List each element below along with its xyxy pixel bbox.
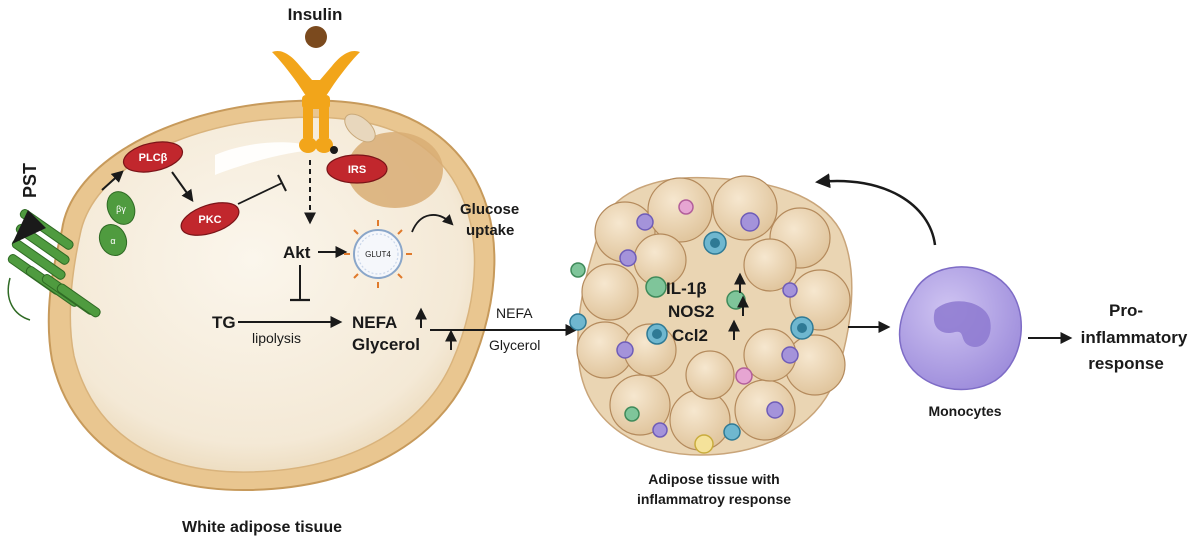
adipocyte-cell: [47, 99, 496, 492]
plc-label: PLCβ: [139, 152, 168, 164]
lipolysis-label: lipolysis: [252, 330, 301, 346]
pkc-node: [180, 202, 240, 236]
g-alpha-node: [98, 223, 128, 257]
lipid-highlight: [215, 142, 320, 175]
alpha-label: α: [110, 236, 115, 246]
pro-label-line2: inflammatory: [1081, 328, 1188, 347]
arrow-glucose-uptake: [411, 214, 454, 233]
insulin-receptor: [272, 26, 360, 154]
pro-label-line3: response: [1088, 354, 1164, 373]
uptake-label: uptake: [466, 222, 514, 239]
pst-ligand-icon: [12, 210, 46, 244]
mitochondrion-icon: [344, 113, 376, 143]
irs-node: [326, 154, 388, 184]
g-beta-gamma-node: [106, 191, 136, 225]
glycerol-arrow-label: Glycerol: [489, 337, 540, 353]
glut4-vesicle-icon: [344, 220, 412, 288]
pro-label-line1: Pro-: [1109, 301, 1143, 320]
wat-caption: White adipose tisuue: [182, 519, 342, 536]
glucose-label: Glucose: [460, 201, 519, 218]
pkc-label: PKC: [198, 214, 221, 226]
tissue-caption-line1: Adipose tissue with: [648, 471, 779, 487]
pst-label: PST: [20, 163, 40, 198]
akt-label: Akt: [283, 243, 311, 262]
insulin-molecule-icon: [305, 26, 327, 48]
monocyte-icon: [898, 266, 1022, 391]
glut4-label: GLUT4: [365, 250, 391, 259]
arrow-plc-pkc: [171, 171, 194, 202]
ccl2-label: Ccl2: [672, 326, 708, 345]
irs-label: IRS: [348, 164, 366, 176]
tg-label: TG: [212, 313, 236, 332]
arrow-monocyte-recruit: [815, 173, 937, 246]
tissue-caption-line2: inflammatroy response: [637, 491, 791, 507]
glycerol-cell-label: Glycerol: [352, 335, 420, 354]
monocytes-label: Monocytes: [928, 403, 1001, 419]
beta-gamma-label: βγ: [116, 204, 126, 214]
insulin-label: Insulin: [288, 5, 343, 24]
inhibit-pkc-akt: [237, 182, 283, 205]
gpcr-receptor: [7, 191, 136, 321]
cell-cytoplasm: [69, 116, 476, 473]
il1b-label: IL-1β: [666, 279, 707, 298]
nucleus: [347, 132, 443, 208]
nefa-cell-label: NEFA: [352, 313, 397, 332]
plc-node: [122, 141, 184, 173]
adipose-tissue-cluster: [569, 175, 853, 456]
arrow-gpcr-plc: [101, 170, 124, 191]
phospho-group-icon: [330, 146, 338, 154]
nefa-arrow-label: NEFA: [496, 305, 533, 321]
immune-cell-icon: [569, 199, 814, 454]
nos2-label: NOS2: [668, 302, 714, 321]
